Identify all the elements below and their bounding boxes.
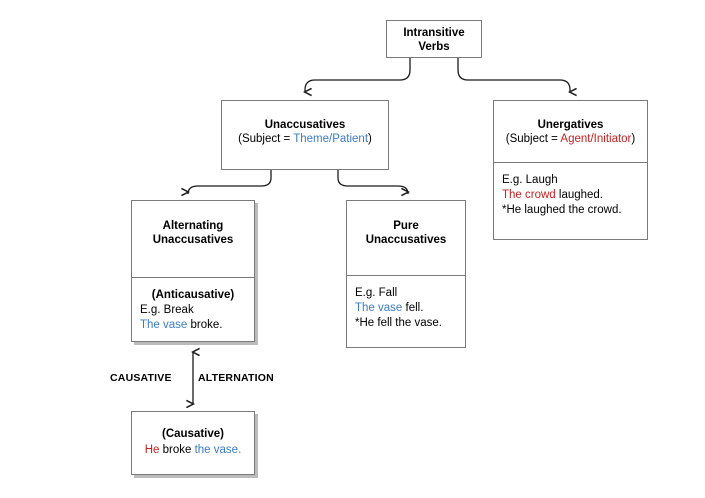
example-ungrammatical: *He laughed the crowd. xyxy=(502,204,622,216)
node-title-text: Unaccusatives xyxy=(264,119,346,131)
example-subject: He xyxy=(144,444,160,456)
node-alternating-unaccusatives[interactable]: Alternating Unaccusatives (Anticausative… xyxy=(131,200,255,342)
label-alternation: ALTERNATION xyxy=(198,372,274,384)
example-label: E.g. Fall xyxy=(355,287,398,299)
node-title: Pure Unaccusatives xyxy=(347,201,465,275)
edge-root-to-unaccusatives xyxy=(305,58,411,92)
node-title: Unergatives (Subject = Agent/Initiator) xyxy=(494,101,647,162)
example-subject: The vase xyxy=(140,319,188,331)
node-intransitive-verbs[interactable]: Intransitive Verbs xyxy=(386,20,482,58)
subject-suffix: ) xyxy=(368,133,372,145)
example-label: E.g. Laugh xyxy=(502,174,558,186)
example-object: the vase. xyxy=(194,444,242,456)
node-title-line1: Intransitive xyxy=(403,27,465,39)
example-verb: broke xyxy=(159,444,195,456)
label-causative: CAUSATIVE xyxy=(110,372,172,384)
node-title: Intransitive Verbs xyxy=(387,21,481,54)
example-ungrammatical: *He fell the vase. xyxy=(355,317,442,329)
example-subject: The crowd xyxy=(502,189,556,201)
node-title-line2: Unaccusatives xyxy=(152,234,234,246)
node-unergatives[interactable]: Unergatives (Subject = Agent/Initiator) … xyxy=(493,100,648,240)
example-predicate: laughed. xyxy=(555,189,604,201)
subject-role-value: Theme/Patient xyxy=(293,133,369,145)
example-predicate: broke. xyxy=(187,319,223,331)
edge-root-to-unergatives xyxy=(457,58,570,92)
type-label: (Causative) xyxy=(162,428,224,440)
example-subject: The vase xyxy=(355,302,403,314)
node-examples: (Anticausative) E.g. Break The vase brok… xyxy=(132,277,254,341)
node-title-line2: Unaccusatives xyxy=(365,234,447,246)
example-predicate: fell. xyxy=(402,302,424,314)
node-causative[interactable]: (Causative) He broke the vase. xyxy=(131,411,255,475)
example-label: E.g. Break xyxy=(140,304,194,316)
edge-unaccusatives-to-alternating xyxy=(188,170,272,194)
node-title-line2: Verbs xyxy=(418,41,450,53)
subject-prefix: (Subject = xyxy=(505,133,561,145)
node-examples: E.g. Laugh The crowd laughed. *He laughe… xyxy=(494,162,647,226)
subject-suffix: ) xyxy=(631,133,636,145)
node-title: Unaccusatives (Subject = Theme/Patient) xyxy=(222,101,388,146)
type-label: (Anticausative) xyxy=(151,289,235,301)
node-examples: (Causative) He broke the vase. xyxy=(132,412,254,458)
node-unaccusatives[interactable]: Unaccusatives (Subject = Theme/Patient) xyxy=(221,100,389,170)
node-title-line1: Pure xyxy=(393,220,419,232)
node-subject-role: (Subject = Theme/Patient) xyxy=(238,133,372,145)
edge-unaccusatives-to-pure xyxy=(337,170,408,194)
node-title-text: Unergatives xyxy=(537,119,604,131)
node-subject-role: (Subject = Agent/Initiator) xyxy=(506,133,635,145)
node-title-line1: Alternating xyxy=(162,220,224,232)
node-title: Alternating Unaccusatives xyxy=(132,201,254,277)
node-examples: E.g. Fall The vase fell. *He fell the va… xyxy=(347,275,465,339)
subject-prefix: (Subject = xyxy=(238,133,294,145)
subject-role-value: Agent/Initiator xyxy=(560,133,632,145)
node-pure-unaccusatives[interactable]: Pure Unaccusatives E.g. Fall The vase fe… xyxy=(346,200,466,348)
